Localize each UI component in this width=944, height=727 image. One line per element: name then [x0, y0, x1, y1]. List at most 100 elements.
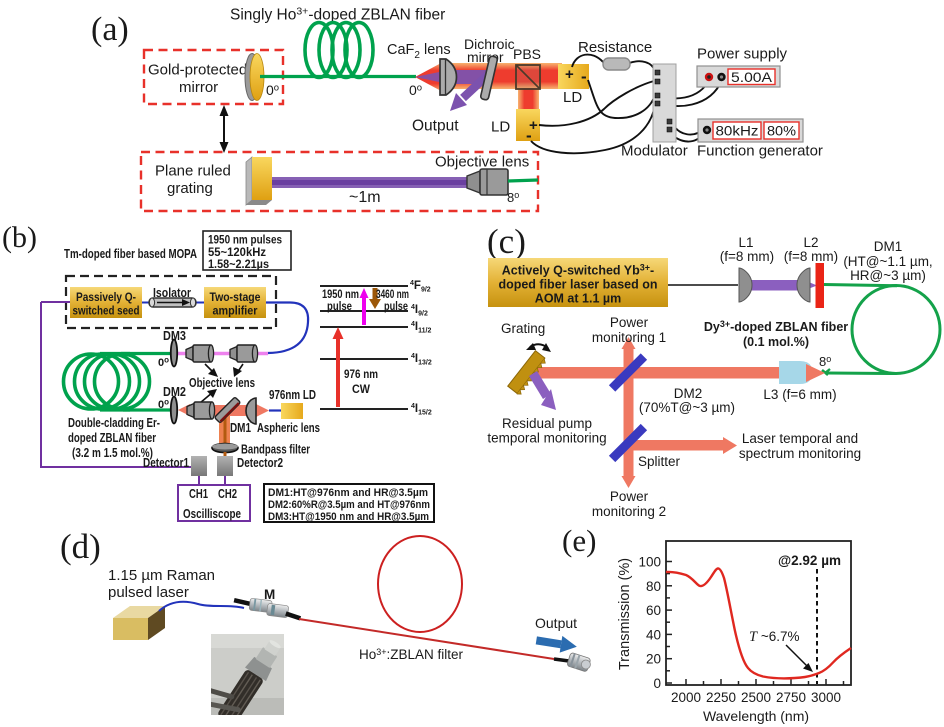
svg-text:2750: 2750 [776, 690, 806, 705]
svg-text:@2.92 µm: @2.92 µm [778, 553, 841, 568]
svg-text:DM2: DM2 [163, 385, 186, 399]
svg-text:(f=8 mm): (f=8 mm) [784, 249, 838, 264]
svg-text:80kHz: 80kHz [716, 123, 759, 139]
svg-text:Dichroic: Dichroic [464, 36, 515, 52]
svg-text:DM1:HT@976nm and HR@3.5µm: DM1:HT@976nm and HR@3.5µm [268, 487, 428, 499]
svg-text:976 nm: 976 nm [344, 367, 378, 381]
svg-text:Dy3+-doped ZBLAN fiber: Dy3+-doped ZBLAN fiber [704, 319, 848, 334]
svg-text:HR@~3 µm): HR@~3 µm) [850, 268, 926, 283]
svg-text:PBS: PBS [513, 46, 541, 62]
svg-text:CH2: CH2 [218, 487, 237, 501]
svg-text:(e): (e) [562, 523, 596, 558]
svg-text:switched seed: switched seed [73, 304, 140, 318]
svg-text:Tm-doped fiber based MOPA: Tm-doped fiber based MOPA [64, 247, 197, 261]
svg-text:5.00A: 5.00A [731, 69, 773, 85]
svg-text:976nm LD: 976nm LD [269, 388, 316, 402]
svg-text:Detector2: Detector2 [237, 456, 283, 470]
svg-text:2250: 2250 [706, 690, 736, 705]
svg-text:LD: LD [563, 89, 582, 106]
svg-text:doped ZBLAN fiber: doped ZBLAN fiber [68, 431, 156, 445]
svg-text:Detector1: Detector1 [143, 456, 189, 470]
svg-text:60: 60 [646, 603, 661, 618]
svg-text:(f=8 mm): (f=8 mm) [720, 249, 774, 264]
svg-text:Isolator: Isolator [153, 286, 191, 300]
svg-text:Grating: Grating [501, 321, 545, 336]
svg-text:3460 nm: 3460 nm [376, 287, 409, 301]
svg-text:(c): (c) [487, 222, 526, 261]
svg-text:mirror: mirror [179, 79, 218, 96]
svg-text:monitoring 1: monitoring 1 [592, 330, 666, 345]
svg-text:2500: 2500 [741, 690, 771, 705]
svg-text:DM2: DM2 [674, 386, 703, 401]
svg-text:(70%T@~3 µm): (70%T@~3 µm) [639, 400, 735, 415]
svg-text:pulse: pulse [327, 299, 352, 313]
svg-text:Objective lens: Objective lens [189, 376, 255, 390]
svg-text:Singly Ho3+-doped ZBLAN fiber: Singly Ho3+-doped ZBLAN fiber [230, 6, 445, 24]
svg-text:DM1: DM1 [230, 421, 251, 435]
svg-text:Output: Output [412, 118, 459, 135]
svg-text:CH1: CH1 [189, 487, 208, 501]
svg-text:(a): (a) [91, 11, 129, 48]
svg-text:pulse: pulse [384, 299, 408, 313]
svg-text:temporal monitoring: temporal monitoring [487, 431, 606, 446]
svg-text:grating: grating [167, 180, 213, 197]
svg-text:Residual pump: Residual pump [502, 416, 592, 431]
svg-text:40: 40 [646, 627, 661, 642]
svg-text:(3.2 m 1.5 mol.%): (3.2 m 1.5 mol.%) [72, 446, 153, 460]
svg-text:Wavelength (nm): Wavelength (nm) [703, 708, 809, 724]
svg-text:-: - [581, 67, 587, 86]
svg-text:0o: 0o [158, 398, 169, 412]
svg-text:+: + [529, 117, 538, 134]
svg-text:doped fiber laser based on: doped fiber laser based on [498, 278, 657, 292]
svg-text:1950 nm: 1950 nm [322, 287, 359, 301]
svg-text:(b): (b) [2, 221, 37, 254]
svg-text:monitoring 2: monitoring 2 [592, 504, 666, 519]
svg-text:Two-stage: Two-stage [210, 290, 261, 304]
svg-text:mirror: mirror [467, 49, 504, 65]
svg-text:CaF2 lens: CaF2 lens [387, 42, 451, 61]
svg-text:(HT@~1.1 µm,: (HT@~1.1 µm, [843, 254, 932, 269]
svg-text:Resistance: Resistance [578, 39, 652, 56]
svg-text:1.58~2.21µs: 1.58~2.21µs [208, 259, 269, 271]
svg-text:AOM at 1.1 µm: AOM at 1.1 µm [535, 292, 621, 306]
svg-text:2000: 2000 [671, 690, 701, 705]
svg-text:0o: 0o [158, 356, 169, 370]
svg-text:Gold-protected: Gold-protected [148, 62, 247, 79]
svg-text:-: - [526, 126, 532, 145]
svg-text:DM2:60%R@3.5µm and HT@976nm: DM2:60%R@3.5µm and HT@976nm [268, 499, 430, 511]
svg-text:spectrum monitoring: spectrum monitoring [739, 446, 861, 461]
svg-text:4I15/2: 4I15/2 [411, 403, 432, 417]
svg-text:Aspheric lens: Aspheric lens [257, 421, 320, 435]
svg-text:L2: L2 [803, 235, 818, 250]
svg-text:~1m: ~1m [349, 189, 381, 206]
svg-text:(d): (d) [60, 527, 101, 566]
svg-text:LD: LD [491, 119, 510, 136]
svg-text:4F9/2: 4F9/2 [410, 280, 431, 294]
svg-text:3000: 3000 [811, 690, 841, 705]
svg-text:1950 nm pulses: 1950 nm pulses [208, 235, 282, 247]
svg-text:80%: 80% [767, 123, 796, 139]
svg-text:Splitter: Splitter [638, 454, 681, 469]
svg-text:amplifier: amplifier [213, 304, 258, 318]
svg-text:Oscilliscope: Oscilliscope [183, 507, 241, 521]
svg-text:Plane ruled: Plane ruled [155, 163, 231, 180]
svg-text:0: 0 [653, 676, 661, 691]
svg-text:CW: CW [352, 382, 371, 396]
svg-text:Power: Power [610, 489, 649, 504]
svg-text:55~120kHz: 55~120kHz [208, 247, 266, 259]
svg-text:Laser temporal and: Laser temporal and [742, 431, 858, 446]
svg-text:80: 80 [646, 579, 661, 594]
svg-text:Power supply: Power supply [697, 46, 788, 63]
svg-text:Ho3+:ZBLAN filter: Ho3+:ZBLAN filter [359, 647, 464, 662]
svg-text:pulsed laser: pulsed laser [108, 584, 189, 601]
svg-text:DM1: DM1 [874, 239, 903, 254]
svg-text:Modulator: Modulator [621, 143, 688, 160]
svg-text:Output: Output [535, 615, 577, 631]
svg-text:Bandpass filter: Bandpass filter [241, 443, 310, 457]
svg-text:Function generator: Function generator [697, 143, 823, 160]
svg-text:20: 20 [646, 652, 661, 667]
svg-text:(0.1 mol.%): (0.1 mol.%) [743, 335, 809, 349]
svg-text:T ~6.7%: T ~6.7% [749, 629, 799, 645]
svg-text:Transmission (%): Transmission (%) [617, 558, 633, 670]
svg-text:Power: Power [610, 315, 649, 330]
